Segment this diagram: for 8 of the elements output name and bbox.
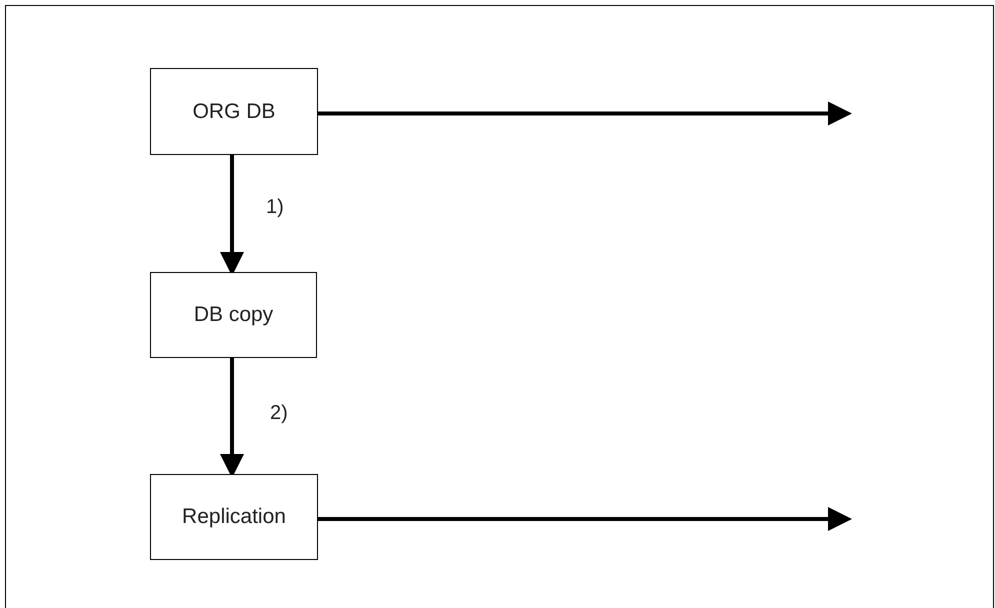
box-label: ORG DB [192, 98, 276, 125]
arrow [318, 507, 852, 531]
box-label: Replication [182, 504, 286, 530]
box-label: DB copy [194, 302, 274, 328]
process-box [150, 68, 318, 155]
process-box [150, 474, 318, 560]
process-box [150, 272, 317, 358]
arrow [318, 102, 852, 126]
